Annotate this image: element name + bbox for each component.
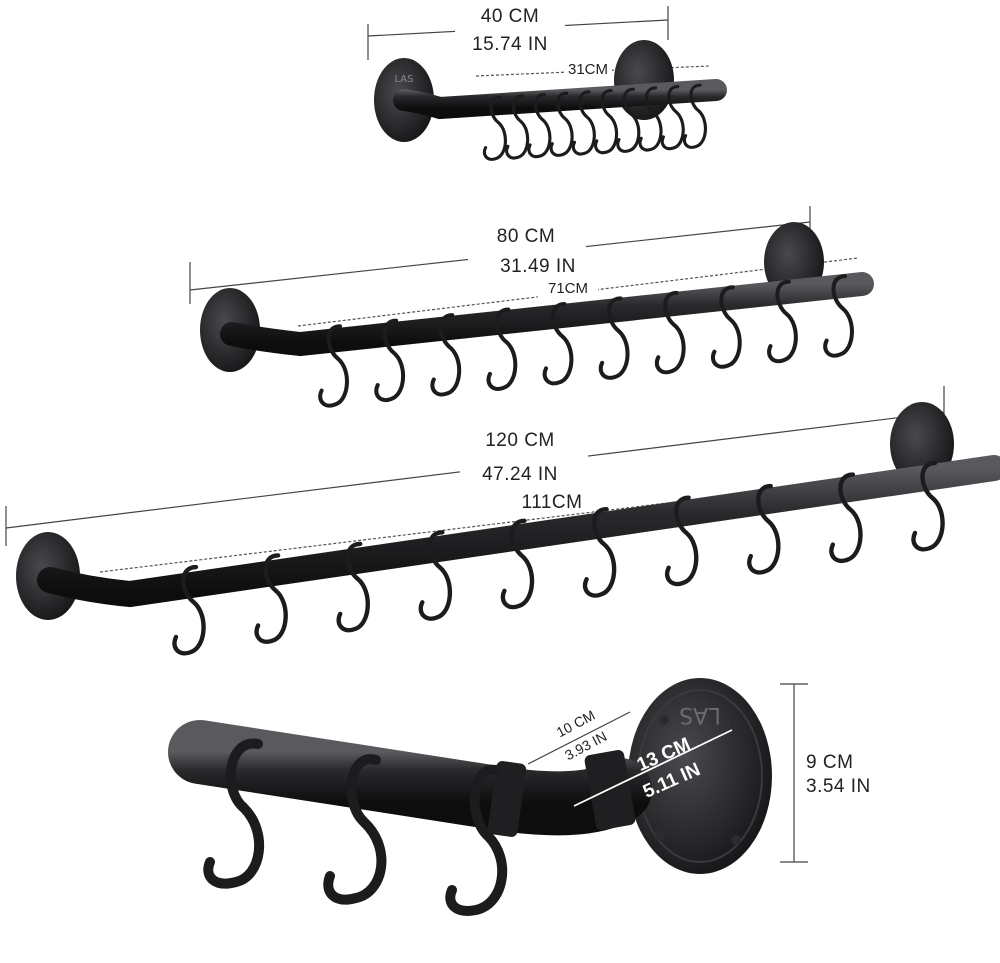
s-hook (418, 530, 453, 621)
rack-40-length-in: 15.74 IN (472, 34, 548, 55)
s-hook (767, 279, 798, 364)
depth-dimension-arrow (573, 729, 733, 807)
s-hook (660, 84, 685, 151)
right-flange (614, 40, 674, 120)
rack-120-inner-length: 111CM (522, 492, 583, 513)
s-hook (710, 285, 742, 369)
s-hook (527, 92, 552, 159)
detail-hooks (203, 738, 508, 916)
detail-hook (445, 764, 508, 916)
rack-120-length-cm: 120 CM (485, 430, 555, 451)
s-hook (638, 86, 663, 152)
s-hook (336, 541, 370, 633)
s-hook (571, 90, 596, 156)
s-hook (482, 95, 507, 161)
s-hook (829, 472, 863, 563)
hooks-group (172, 460, 945, 656)
detail-flange-stamp: LAS (679, 702, 721, 727)
flange-height-cm: 9 CM (806, 752, 853, 773)
flange-height-dimension (780, 683, 808, 863)
s-hook (430, 313, 462, 397)
s-hook (582, 507, 617, 598)
s-hook (374, 318, 406, 402)
flange-height-in: 3.54 IN (806, 776, 871, 797)
s-hook (664, 495, 699, 587)
detail-pipe (168, 720, 652, 836)
rack-120cm: 120 CM 47.24 IN 111CM (5, 386, 1000, 656)
pipe (37, 455, 1000, 608)
rack-40-inner-length: 31CM (568, 61, 608, 78)
s-hook (682, 83, 707, 149)
s-hook (505, 94, 530, 160)
s-hook (911, 460, 945, 552)
s-hook (542, 301, 574, 386)
detail-hook (323, 754, 387, 905)
s-hook (254, 553, 288, 644)
rack-80cm: 80 CM 31.49 IN 71CM (189, 206, 874, 408)
s-hook (598, 296, 630, 380)
pipe (393, 79, 727, 120)
s-hook (549, 91, 574, 157)
rack-80-inner-length: 71CM (548, 280, 588, 297)
elbow-dimension-arrow (527, 711, 631, 765)
s-hook (616, 87, 641, 153)
s-hook (654, 290, 686, 375)
s-hook (594, 88, 619, 155)
detail-closeup: LAS 10 CM 3.93 IN 13 CM 5.11 IN 9 CM 3.5… (168, 678, 871, 916)
s-hook (486, 307, 518, 391)
s-hook (172, 564, 206, 656)
s-hook (823, 274, 854, 358)
rack-120-length-in: 47.24 IN (482, 464, 558, 485)
detail-hook (203, 738, 265, 889)
flange-stamp: LAS (395, 74, 414, 85)
s-hook (747, 483, 781, 575)
hooks-group (482, 83, 707, 161)
rack-80-length-in: 31.49 IN (500, 256, 576, 277)
s-hook (318, 324, 349, 408)
s-hook (500, 518, 535, 610)
rack-80-length-cm: 80 CM (497, 226, 555, 247)
rack-40cm: 40 CM 15.74 IN 31CM LAS (367, 6, 727, 161)
rack-40-length-cm: 40 CM (481, 6, 539, 27)
pipe (220, 272, 874, 357)
hooks-group (318, 274, 854, 408)
